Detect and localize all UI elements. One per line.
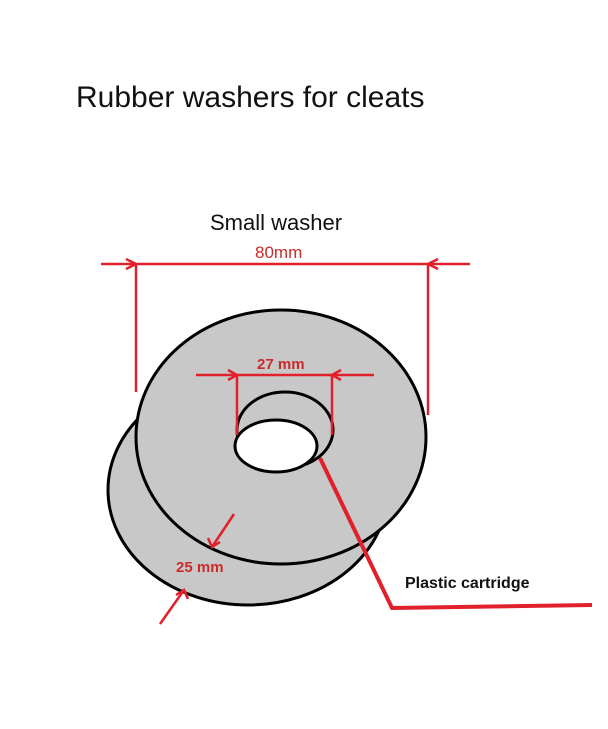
inner-dimension-label: 27 mm — [257, 356, 305, 373]
cartridge-leader — [318, 457, 593, 611]
washer-hole — [233, 418, 319, 474]
thickness-dimension-label: 25 mm — [176, 559, 224, 576]
cartridge-label: Plastic cartridge — [405, 575, 530, 592]
outer-dimension — [101, 257, 470, 415]
page-title: Rubber washers for cleats — [76, 81, 425, 114]
thickness-dimension — [158, 513, 236, 625]
washer-label: Small washer — [210, 210, 343, 235]
inner-dimension — [196, 368, 374, 435]
outer-dimension-label: 80mm — [255, 243, 302, 262]
